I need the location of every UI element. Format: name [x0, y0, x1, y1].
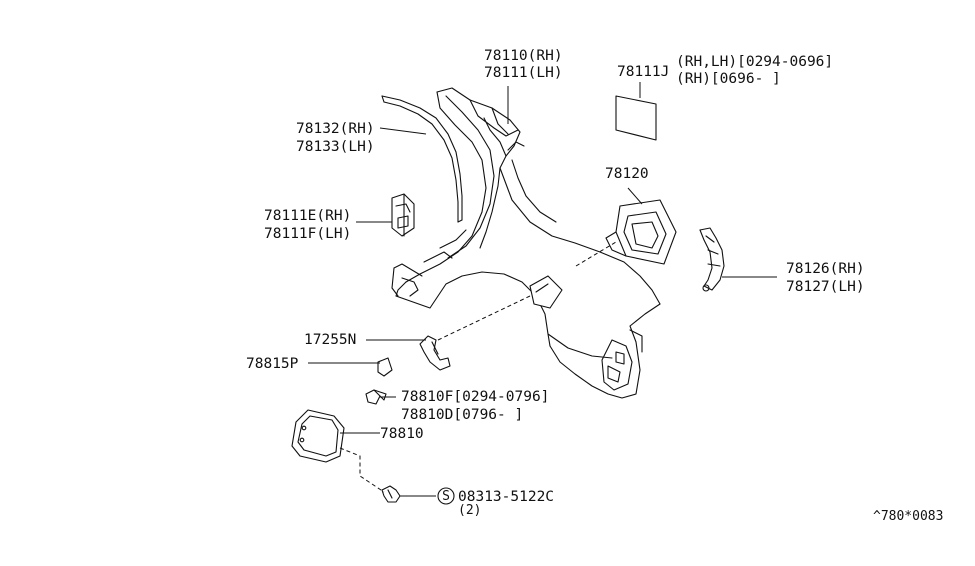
label-78815p: 78815P — [246, 356, 299, 372]
arch-strip-drawing — [381, 95, 463, 223]
holder-drawing — [419, 335, 451, 371]
label-78127: 78127(LH) — [786, 279, 865, 295]
label-78111e: 78111E(RH) — [264, 208, 351, 224]
label-78111j-note1: (RH,LH)[0294-0696] — [676, 54, 833, 70]
corner-piece-drawing — [699, 227, 725, 292]
label-78111f: 78111F(LH) — [264, 226, 351, 242]
seal-pad-drawing — [615, 95, 657, 141]
quarter-panel-drawing — [391, 87, 661, 399]
dashed-assembly-lines — [339, 241, 617, 493]
label-screw: 08313-5122C — [458, 489, 554, 505]
fuel-lid-drawing — [291, 409, 345, 463]
clip-drawing — [377, 357, 393, 377]
label-78111j: 78111J — [617, 64, 669, 80]
label-78810d: 78810D[0796- ] — [401, 407, 523, 423]
bracket-drawing — [391, 193, 415, 237]
label-17255n: 17255N — [304, 332, 356, 348]
label-screw-qty: (2) — [458, 503, 481, 518]
label-78120: 78120 — [605, 166, 649, 182]
leader-lines — [308, 82, 777, 497]
label-78810f: 78810F[0294-0796] — [401, 389, 549, 405]
screw-drawing — [381, 485, 401, 503]
label-78132: 78132(RH) — [296, 121, 375, 137]
label-78133: 78133(LH) — [296, 139, 375, 155]
label-78810: 78810 — [380, 426, 424, 442]
filler-base-drawing — [605, 199, 677, 265]
label-78126: 78126(RH) — [786, 261, 865, 277]
diagram-code: ^780*0083 — [873, 509, 943, 524]
part-labels: 78110(RH) 78111(LH) 78111J (RH,LH)[0294-… — [246, 48, 943, 524]
screw-type-symbol — [437, 487, 455, 505]
label-78111: 78111(LH) — [484, 65, 563, 81]
label-78111j-note2: (RH)[0696- ] — [676, 71, 781, 87]
label-78110: 78110(RH) — [484, 48, 563, 64]
screw-symbol-letter: S — [442, 489, 450, 504]
